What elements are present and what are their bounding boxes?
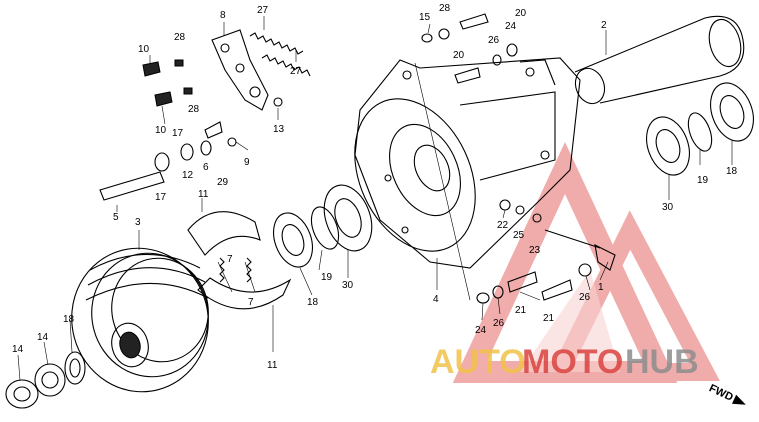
bearing-set-left [273,184,373,268]
callout-7-upper: 7 [227,254,233,265]
mounting-bolts [142,59,283,147]
callout-7-lower: 7 [248,297,254,308]
watermark-text: AUTO MOTO HUB [430,343,699,381]
fwd-direction-marker: FWD [707,382,746,405]
callout-19-right: 19 [697,175,709,186]
callout-10-mid: 10 [155,125,167,136]
callout-2: 2 [601,20,607,31]
callout-18-left: 18 [307,297,319,308]
watermark-auto: AUTO [430,343,526,381]
callout-4: 4 [433,294,439,305]
callout-23: 23 [529,245,541,256]
brake-drum [71,247,209,393]
callout-5: 5 [113,212,119,223]
callout-10-top: 10 [138,44,150,55]
callout-11-top: 11 [198,189,209,200]
callout-14-mid: 14 [37,332,49,343]
callout-20-top: 20 [515,8,527,19]
callout-22: 22 [497,220,509,231]
callout-24-bottom: 24 [475,325,487,336]
callout-12: 12 [182,170,194,181]
brake-shoes [187,211,292,310]
callout-29: 29 [217,177,229,188]
cam-shaft [99,140,212,201]
brake-arm-plate [211,29,269,111]
brake-housing [354,57,581,269]
callout-1: 1 [598,282,604,293]
watermark-logo [452,141,720,383]
callout-24-top: 24 [505,21,517,32]
callout-28-top: 28 [174,32,186,43]
callout-11-bottom: 11 [267,360,278,371]
callout-17-mid: 17 [172,128,184,139]
fwd-label: FWD [707,382,735,403]
watermark-moto: MOTO [522,343,623,381]
callout-17-low: 17 [155,192,167,203]
adjuster-springs [249,32,311,77]
callout-3: 3 [135,217,141,228]
callout-30-right: 30 [662,202,674,213]
callout-30-left: 30 [342,280,354,291]
callout-27-mid: 27 [290,66,302,77]
callout-14-left: 14 [12,344,24,355]
callout-18-right: 18 [726,166,738,177]
leader-lines [17,16,733,381]
fwd-arrow-icon [731,394,746,405]
callout-15: 15 [419,12,431,23]
callout-19-left: 19 [321,272,333,283]
callout-25: 25 [513,230,525,241]
bearing-set-right [646,82,754,176]
callout-27-top: 27 [257,5,269,16]
callout-9: 9 [244,157,250,168]
callout-26-top: 26 [488,35,500,46]
callout-21-right: 21 [543,313,555,324]
callout-28-right: 28 [439,3,451,14]
axle-tube [574,15,745,105]
axle-nuts [5,351,86,409]
callout-20-mid: 20 [453,50,465,61]
callout-numbers: 8 27 27 10 28 28 10 17 13 9 12 6 29 17 5… [12,3,738,371]
callout-28-mid: 28 [188,104,200,115]
callout-18-bottom: 18 [63,314,75,325]
callout-8: 8 [220,10,226,21]
callout-26-right: 26 [579,292,591,303]
callout-13: 13 [273,124,285,135]
watermark-hub: HUB [625,343,699,381]
top-fasteners [421,13,518,84]
callout-21-left: 21 [515,305,527,316]
callout-26-bottom: 26 [493,318,505,329]
callout-6: 6 [203,162,209,173]
